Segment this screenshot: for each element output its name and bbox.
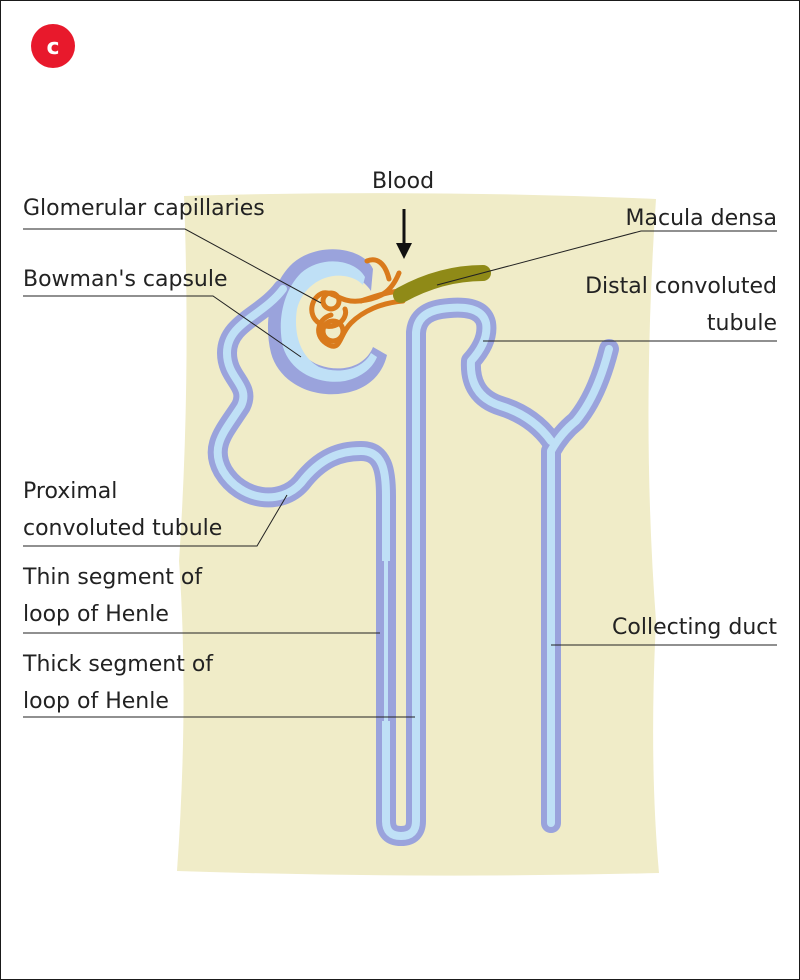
glomerular-capillaries [309, 257, 406, 349]
label-blood: Blood [372, 169, 434, 194]
bowmans-space [280, 261, 377, 382]
macula-densa-leader [436, 230, 777, 286]
label-collecting-duct: Collecting duct [612, 615, 777, 640]
panel-letter: c [46, 35, 59, 60]
label-distal-line2: tubule [707, 311, 777, 336]
collecting-duct-lumen [547, 345, 613, 827]
label-bowmans-capsule: Bowman's capsule [23, 267, 228, 292]
label-thick-line2: loop of Henle [23, 689, 169, 714]
macula-densa [393, 265, 491, 303]
tubule-lumens [213, 285, 613, 840]
glomerular-leader [23, 228, 322, 304]
label-thin-line2: loop of Henle [23, 602, 169, 627]
label-macula-densa: Macula densa [626, 206, 777, 231]
labels: Blood Glomerular capillaries Macula dens… [22, 169, 777, 714]
label-thick-line1: Thick segment of [22, 652, 214, 677]
thin-segment-lumen [384, 561, 388, 721]
loop-of-henle-lumen [382, 329, 420, 840]
bowmans-capsule-leader [23, 295, 302, 358]
label-glomerular-capillaries: Glomerular capillaries [23, 196, 265, 221]
proximal-tubule-lumen [213, 285, 390, 825]
proximal-tubule-leader [23, 494, 288, 547]
label-thin-line1: Thin segment of [22, 565, 203, 590]
label-proximal-line1: Proximal [23, 479, 117, 504]
blood-arrow [396, 209, 412, 259]
leader-lines [23, 228, 777, 718]
label-proximal-line2: convoluted tubule [23, 516, 222, 541]
label-distal-line1: Distal convoluted [585, 274, 777, 299]
panel-badge: c [31, 24, 75, 68]
